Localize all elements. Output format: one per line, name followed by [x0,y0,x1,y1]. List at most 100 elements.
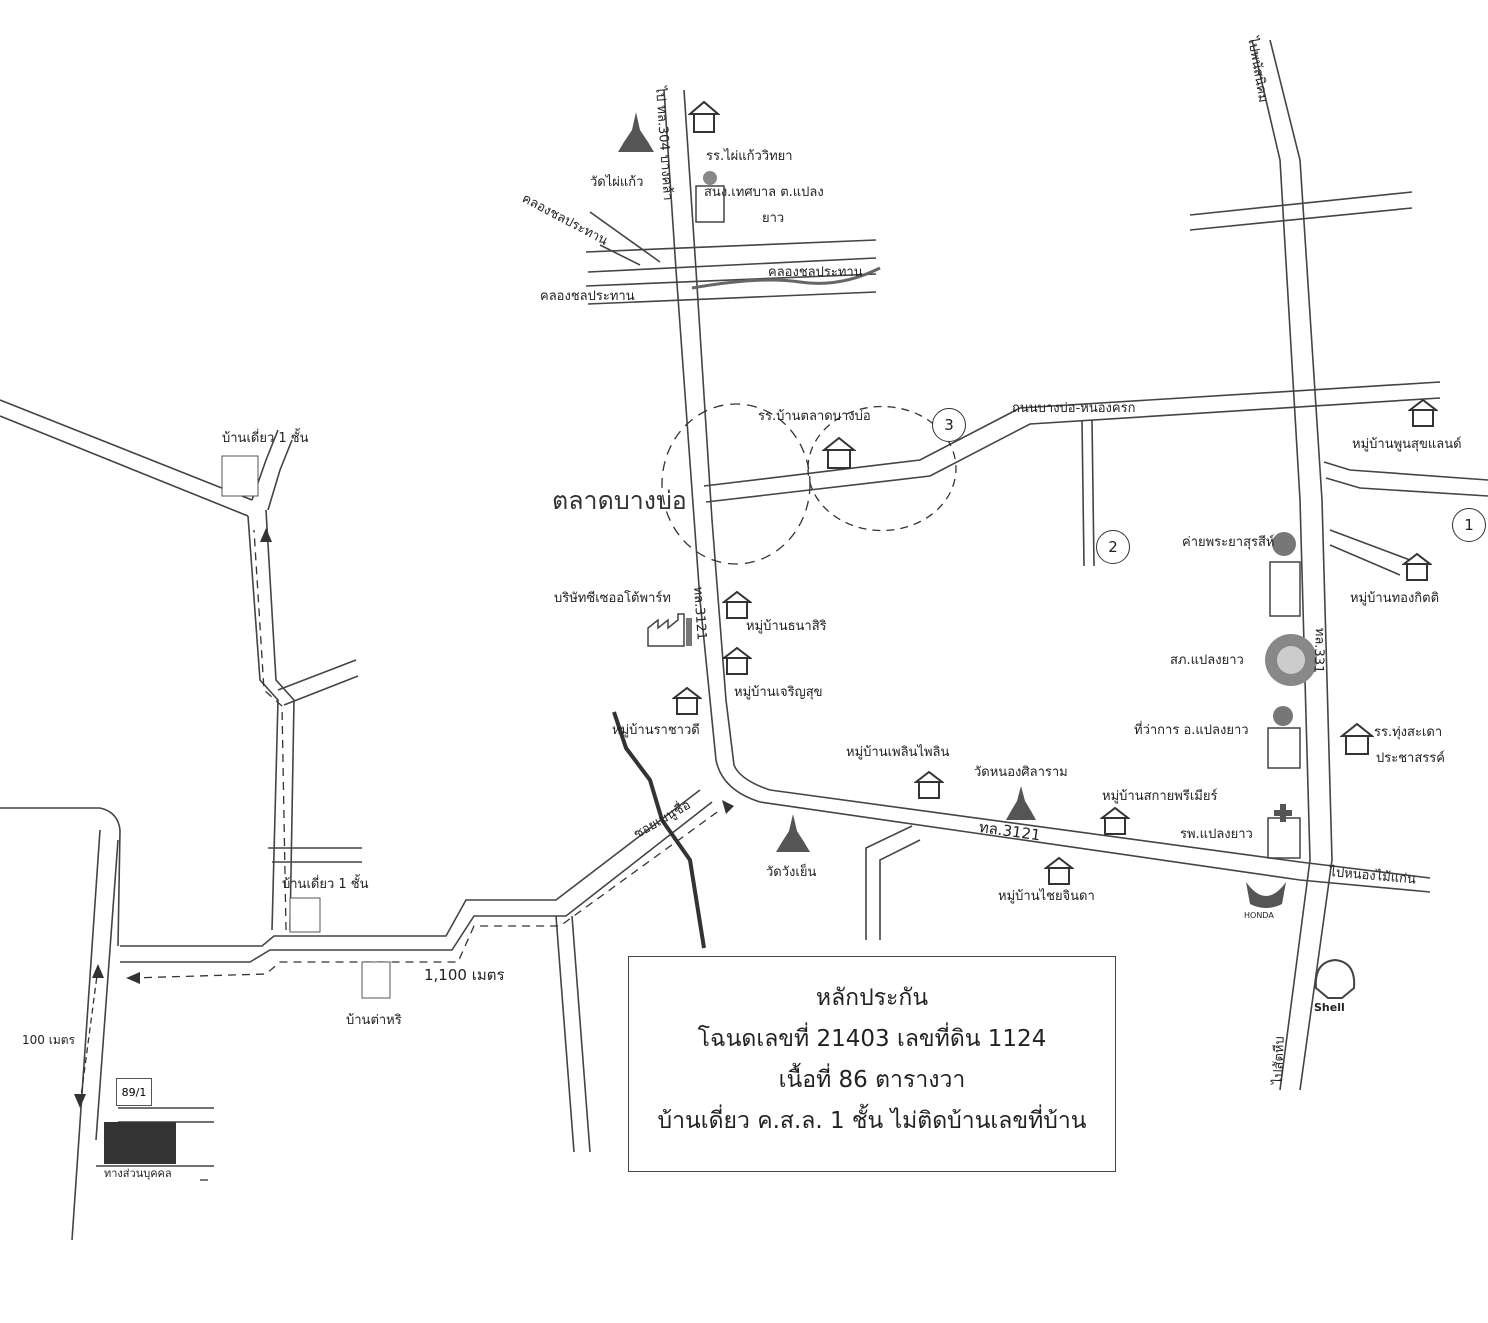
road-main-west-1 [120,789,701,947]
wat-phaikaew-label: วัดไผ่แก้ว [590,175,644,190]
canal-wave [691,266,881,290]
temple-icon [776,814,810,856]
house-single-label: บ้านเดี่ยว 1 ชั้น [282,877,369,892]
canal-label: คลองชลประทาน [540,289,635,304]
house-icon [913,770,945,804]
canal-diagonal-1 [589,211,661,263]
road-label-3121-a: ทล.3121 [690,585,709,641]
office-icon [1266,530,1302,624]
house-icon [671,686,703,720]
road-plot-top [0,807,121,947]
road-bangbo-1 [703,381,1441,487]
company-label: บริษัทซีเซออโต้พาร์ท [554,591,671,606]
house-icon [1043,856,1075,890]
canal-road-north-2 [587,257,877,273]
village-phunsuk-label: หมู่บ้านพูนสุขแลนด์ [1352,437,1462,452]
house-icon [1401,552,1433,586]
arrow-left [126,972,140,984]
road-top-east-2 [1189,207,1413,231]
road-south-1 [555,915,575,1153]
road-3121-north-west-edge [663,89,761,803]
road-east-1a [1323,461,1488,481]
road-331-west-edge [1251,39,1311,1091]
soi-thick-line [612,711,706,949]
village-thongkit-label: หมู่บ้านทองกิตติ [1350,591,1440,606]
plot-number: 89/1 [116,1078,152,1106]
distance-long: 1,100 เมตร [424,966,505,984]
road-side-2b [1091,419,1095,567]
house-icon [721,646,753,680]
road-plot-vert-1 [71,829,101,1241]
marker-3: 3 [932,408,966,442]
circle-dashed-area [807,405,957,532]
house-icon [687,100,721,138]
village-thanasiri-label: หมู่บ้านธนาสิริ [746,619,827,634]
road-3121-north-east-edge [683,89,771,791]
shell-label: Shell [1314,1001,1345,1014]
school-thungsadao-label-2: ประชาสรรค์ [1376,751,1445,766]
house-box-1 [221,455,259,497]
road-3121-east-south-edge [759,801,1431,893]
district-office-label: ที่ว่าการ อ.แปลงยาว [1134,723,1249,738]
road-south-2 [571,915,591,1153]
marker-2: 2 [1096,530,1130,564]
arrow-measure-top [92,964,104,978]
legend-house: บ้านเดี่ยว ค.ส.ล. 1 ชั้น ไม่ติดบ้านเลขที… [657,1108,1087,1134]
temple-icon [1006,786,1036,824]
house-icon [721,590,753,624]
road-top-east-1 [1189,191,1413,216]
house-single-label: บ้านเดี่ยว 1 ชั้น [222,431,309,446]
shell-icon [1312,958,1358,1004]
house-icon [1339,722,1375,760]
village-rachawadee-label: หมู่บ้านราชาวดี [612,723,700,738]
road-label-bangbo: ถนนบางบ่อ-หนองครก [1012,401,1136,416]
municipal-office-label: สนง.เทศบาล ต.แปลง [704,185,824,200]
collateral-legend: หลักประกัน โฉนดเลขที่ 21403 เลขที่ดิน 11… [628,956,1116,1172]
canal-road-north-1 [585,239,877,253]
house-icon [1099,806,1131,840]
marker-1: 1 [1452,508,1486,542]
collateral-plot [104,1122,176,1164]
village-chaiyachinda-label: หมู่บ้านไชยจินดา [998,889,1095,904]
canal-road-south-2 [587,291,877,305]
road-east-3b [1329,544,1401,576]
distance-short: 100 เมตร [22,1033,75,1047]
road-left-diag-2 [0,415,249,517]
road-plot-vert-2 [95,839,119,1141]
canal-road-south-1 [585,273,877,287]
route-dashed-upper [253,529,287,931]
police-icon [1262,632,1320,692]
hospital-icon [1264,804,1302,864]
house-icon [821,436,857,474]
village-ploenpoen-label: หมู่บ้านเพลินไพลิน [846,745,950,760]
road-left-vert-2 [265,509,295,931]
school-talat-label: รร.บ้านตลาดบางบ่อ [758,409,871,424]
village-sakai-label: หมู่บ้านสกายพรีเมียร์ [1102,789,1218,804]
area-name: ตลาดบางบ่อ [552,486,687,515]
canal-diagonal-2 [599,244,641,266]
house-icon [1407,398,1439,432]
legend-deed: โฉนดเลขที่ 21403 เลขที่ดิน 1124 [697,1026,1047,1052]
house-box-3 [361,961,391,999]
measure-100m [79,967,99,1105]
wat-nongsila-label: วัดหนองศิลาราม [974,765,1068,780]
road-wat-1 [865,825,913,940]
road-left-spur-1 [277,659,357,691]
road-left-spur-2 [283,675,359,706]
road-label-331: ทล.331 [1310,627,1327,674]
temple-icon [618,112,654,156]
wat-wangyen-label: วัดวังเย็น [766,865,817,880]
municipal-office-label-2: ยาว [762,211,785,226]
factory-icon [646,612,698,652]
camp-label: ค่ายพระยาสุรสีห์ [1182,535,1275,550]
village-charoensuk-label: หมู่บ้านเจริญสุข [734,685,823,700]
road-east-3a [1329,529,1411,561]
road-331-east-edge [1269,39,1333,1091]
road-wat-2 [879,839,921,940]
school-thungsadao-label: รร.ทุ่งสะเดา [1374,725,1443,740]
honda-label: HONDA [1244,911,1274,920]
road-main-west-2 [120,801,713,963]
public-path-label: ทางส่วนบุคคล [104,1167,172,1180]
road-bangbo-2 [705,397,1441,503]
